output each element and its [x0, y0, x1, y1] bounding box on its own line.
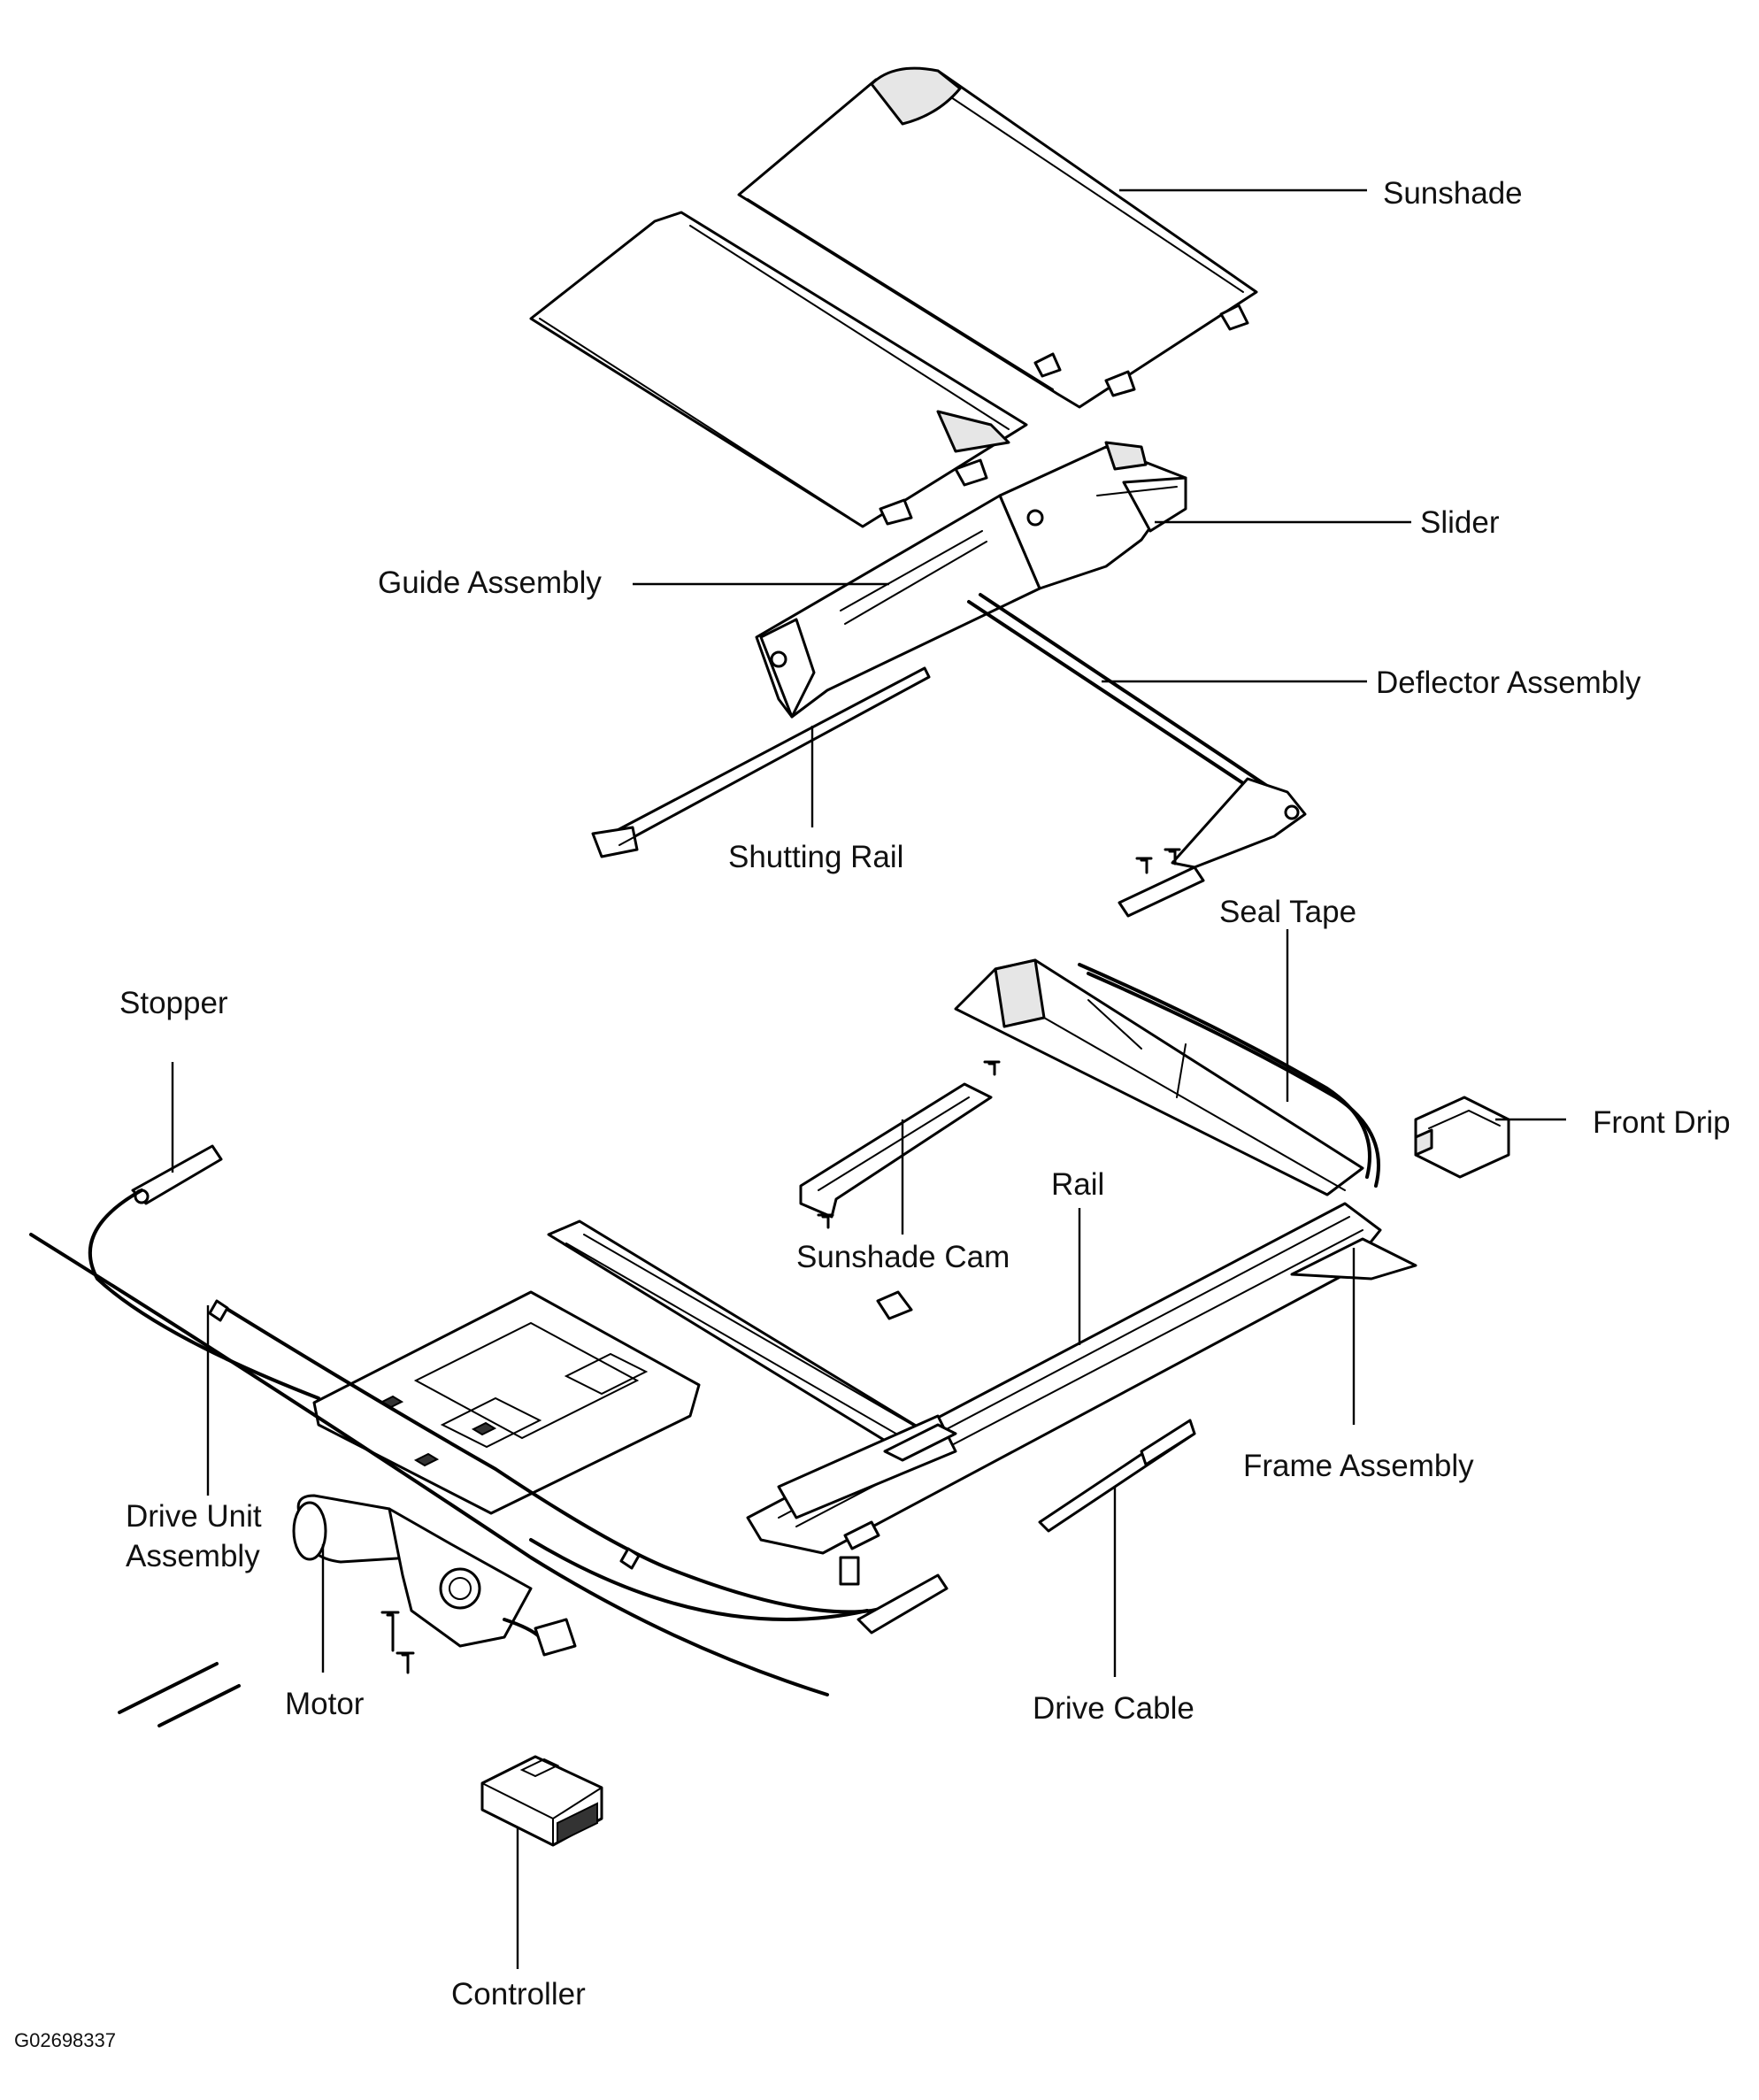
- controller-part: [480, 1755, 603, 1847]
- label-deflector-assembly: Deflector Assembly: [1376, 665, 1641, 700]
- label-controller: Controller: [451, 1977, 586, 2012]
- label-drive-unit-assembly-line2: Assembly: [126, 1539, 260, 1573]
- motor-part: [292, 1494, 577, 1674]
- label-frame-assembly: Frame Assembly: [1243, 1449, 1474, 1483]
- label-drive-cable: Drive Cable: [1033, 1691, 1194, 1726]
- label-front-drip: Front Drip: [1593, 1105, 1731, 1140]
- label-slider: Slider: [1420, 505, 1500, 540]
- label-rail: Rail: [1051, 1167, 1104, 1202]
- label-shutting-rail: Shutting Rail: [728, 840, 903, 874]
- label-stopper: Stopper: [119, 986, 228, 1020]
- leader-lines: [171, 188, 1566, 1969]
- sunshade-cam-part: [799, 1060, 1001, 1320]
- seal-tape-part: [1078, 963, 1380, 1188]
- label-guide-assembly: Guide Assembly: [378, 565, 602, 600]
- shutting-rail-part: [591, 666, 931, 858]
- figure-code: G02698337: [14, 2029, 116, 2051]
- label-sunshade: Sunshade: [1383, 176, 1523, 211]
- stopper-part: [131, 1144, 223, 1205]
- label-motor: Motor: [285, 1687, 365, 1721]
- drive-cable-part: [29, 1188, 1196, 1696]
- label-seal-tape: Seal Tape: [1219, 895, 1356, 929]
- sunshade-part: [529, 66, 1258, 528]
- cable-ties-part: [118, 1662, 241, 1727]
- label-sunshade-cam: Sunshade Cam: [796, 1240, 1010, 1274]
- frame-assembly-part: [312, 958, 1417, 1586]
- guide-assembly-part: [755, 494, 1041, 719]
- label-drive-unit-assembly-line1: Drive Unit: [126, 1499, 262, 1534]
- front-drip-part: [1414, 1096, 1510, 1179]
- deflector-assembly-part: [967, 593, 1307, 918]
